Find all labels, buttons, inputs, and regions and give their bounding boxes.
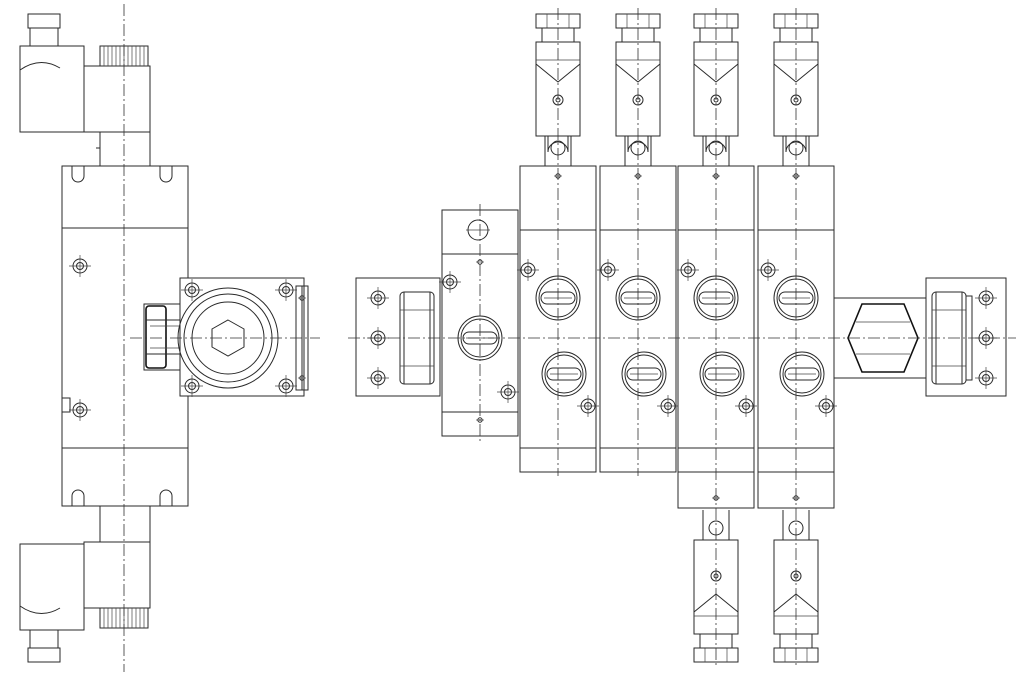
left-bottom-solenoid — [19, 505, 151, 663]
manifold-assembly — [348, 8, 1016, 668]
inlet-end-block — [438, 209, 520, 437]
left-valve-assembly — [19, 4, 320, 672]
left-end-bracket — [355, 277, 441, 397]
left-port-fitting — [143, 277, 309, 398]
right-end-bracket — [925, 277, 1007, 397]
left-top-solenoid — [19, 13, 151, 167]
